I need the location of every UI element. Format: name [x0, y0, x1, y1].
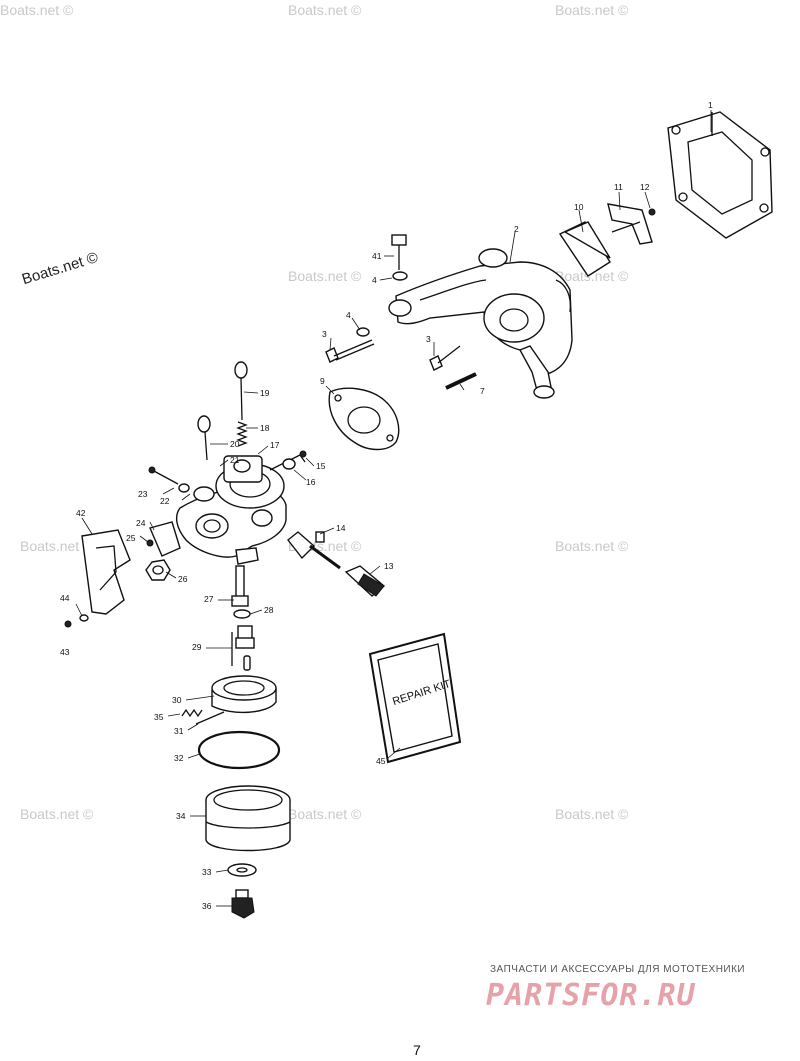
- part-number: 32: [174, 753, 184, 763]
- intake-manifold-2: [388, 248, 573, 399]
- washer-33: [227, 863, 257, 877]
- gasket-9: [328, 387, 400, 451]
- watermark: Boats.net ©: [20, 806, 94, 822]
- repair-kit-45: [368, 632, 462, 764]
- part-number: 31: [174, 726, 184, 736]
- watermark: Boats.net ©: [288, 268, 362, 284]
- gasket-32: [197, 730, 281, 770]
- screw-15: [299, 450, 307, 458]
- part-number: 28: [264, 605, 274, 615]
- spring-35: [181, 708, 203, 718]
- part-number: 26: [178, 574, 188, 584]
- washer-16: [282, 458, 296, 470]
- float-30: [211, 675, 277, 714]
- part-number: 12: [640, 182, 650, 192]
- part-number: 34: [176, 811, 186, 821]
- part-number: 30: [172, 695, 182, 705]
- part-number: 7: [480, 386, 485, 396]
- part-number: 29: [192, 642, 202, 652]
- part-number: 4: [372, 275, 377, 285]
- screw-23: [148, 466, 190, 493]
- watermark: Boats.net ©: [555, 538, 629, 554]
- bolt-41: [391, 234, 408, 281]
- part-number: 16: [306, 477, 316, 487]
- part-number: 1: [708, 100, 713, 110]
- washer-4: [356, 327, 370, 337]
- pin-31: [195, 711, 225, 725]
- page-number: 7: [413, 1042, 421, 1058]
- needle-valve-14: [287, 531, 341, 570]
- carburetor-body: [175, 454, 306, 565]
- part-number: 11: [614, 182, 623, 192]
- screw-43: [64, 614, 89, 628]
- bolt-3: [325, 339, 461, 371]
- knob-13: [344, 565, 386, 597]
- watermark: Boats.net ©: [288, 2, 362, 18]
- part-number: 3: [426, 334, 431, 344]
- part-number: 19: [260, 388, 270, 398]
- part-number: 44: [60, 593, 70, 603]
- plug-36: [231, 889, 255, 919]
- gasket-1: [667, 111, 773, 239]
- watermark: Boats.net ©: [555, 268, 629, 284]
- part-number: 18: [260, 423, 270, 433]
- leader-lines: [75, 110, 712, 907]
- float-bowl-34: [205, 785, 291, 852]
- part-number: 33: [202, 867, 212, 877]
- brand-logo: PARTSFOR.RU: [486, 978, 696, 1013]
- bracket-42: [81, 529, 131, 615]
- bracket-24: [146, 521, 181, 557]
- washer-28: [233, 609, 251, 619]
- float-valve-29: [231, 625, 255, 671]
- throttle-rod-19: [234, 361, 248, 447]
- watermark: Boats.net ©: [20, 538, 94, 554]
- part-number: 14: [336, 523, 346, 533]
- part-number: 41: [372, 251, 382, 261]
- part-number: 22: [160, 496, 170, 506]
- part-number: 23: [138, 489, 148, 499]
- watermark: Boats.net ©: [555, 806, 629, 822]
- reed-plate-10-11: [558, 203, 656, 277]
- part-number: 24: [136, 518, 146, 528]
- part-number: 36: [202, 901, 212, 911]
- lever-20: [197, 415, 211, 461]
- part-number: 43: [60, 647, 70, 657]
- part-number: 25: [126, 533, 136, 543]
- part-number: 45: [376, 756, 386, 766]
- watermark: Boats.net ©: [288, 806, 362, 822]
- part-number: 42: [76, 508, 86, 518]
- part-number: 13: [384, 561, 394, 571]
- watermark: Boats.net ©: [555, 2, 629, 18]
- jet-27: [231, 565, 249, 607]
- part-number: 21: [230, 455, 240, 465]
- watermark: Boats.net ©: [0, 2, 74, 18]
- part-number: 4: [346, 310, 351, 320]
- part-number: 27: [204, 594, 214, 604]
- part-number: 35: [154, 712, 164, 722]
- part-number: 17: [270, 440, 280, 450]
- part-number: 10: [574, 202, 584, 212]
- part-number: 9: [320, 376, 325, 386]
- part-number: 3: [322, 329, 327, 339]
- part-number-labels: 1 2 10 11 12 41 4 4 3 3 7 9 19 18 20 21 …: [60, 100, 713, 911]
- stud-7: [445, 372, 477, 390]
- part-number: 15: [316, 461, 326, 471]
- part-number: 2: [514, 224, 519, 234]
- nut-26: [145, 559, 171, 581]
- part-number: 20: [230, 439, 240, 449]
- brand-caption: ЗАПЧАСТИ И АКСЕССУАРЫ ДЛЯ МОТОТЕХНИКИ: [490, 964, 746, 975]
